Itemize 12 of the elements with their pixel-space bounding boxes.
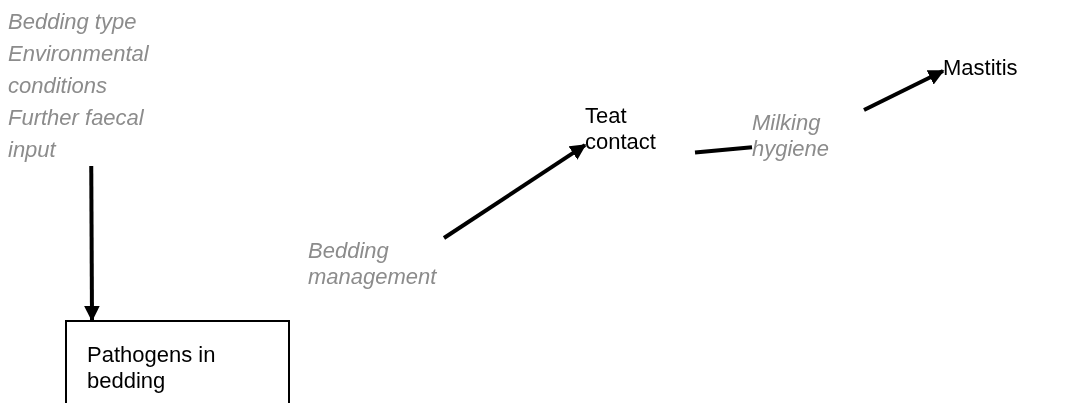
factor-label: Bedding type [8,8,138,36]
node-label: Pathogens in bedding [87,342,217,394]
factor-label: Bedding management [308,238,438,290]
process-box [65,320,290,403]
factor-label: Further faecal input [8,104,145,164]
node-label: Teat contact [585,103,657,155]
arrow [83,166,100,322]
node-label: Mastitis [943,55,1019,81]
factor-label: Milking hygiene [752,110,831,162]
arrow [863,69,945,112]
factor-label: Environmental conditions [8,40,150,100]
arrow [442,143,587,240]
